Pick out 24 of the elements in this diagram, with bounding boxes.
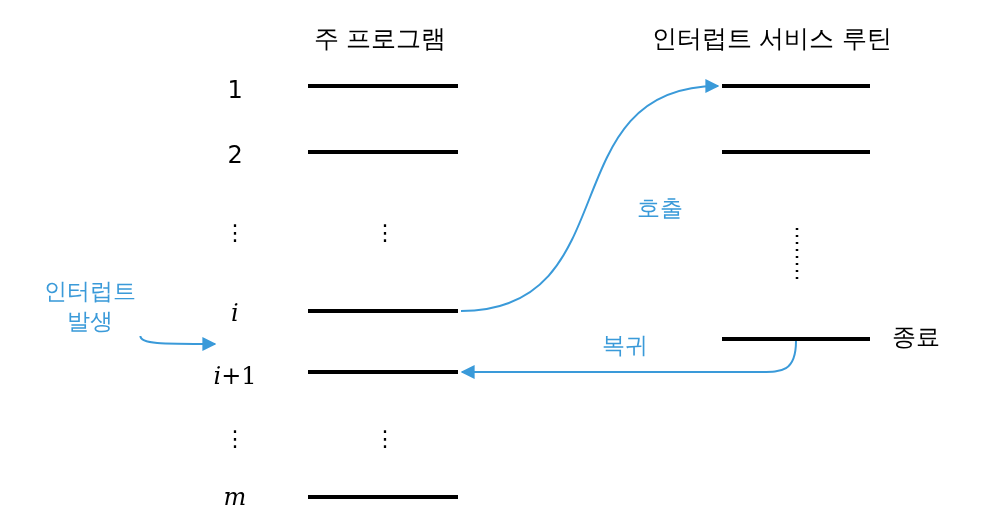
column-heading: 인터럽트 서비스 루틴 xyxy=(651,22,893,55)
ellipsis: ⋮ xyxy=(224,219,246,245)
instruction-bar xyxy=(722,337,870,341)
instruction-bar xyxy=(722,84,870,88)
instruction-bar xyxy=(722,150,870,154)
instruction-bar xyxy=(308,370,458,374)
arrow xyxy=(460,340,797,379)
ellipsis: ⋮ xyxy=(224,425,246,451)
arrow xyxy=(139,335,217,351)
row-number: i xyxy=(231,299,239,327)
row-number: m xyxy=(223,483,247,511)
ellipsis: ⋮ xyxy=(374,219,396,245)
instruction-bar xyxy=(308,309,458,313)
annotation-text: 인터럽트 발생 xyxy=(30,276,150,336)
row-number: 2 xyxy=(227,141,243,169)
row-number: 1 xyxy=(227,76,243,104)
end-label: 종료 xyxy=(892,322,940,353)
arrow xyxy=(460,80,720,312)
row-number: i+1 xyxy=(213,362,257,390)
instruction-bar xyxy=(308,84,458,88)
ellipsis: ⋮ xyxy=(374,425,396,451)
instruction-bar xyxy=(308,150,458,154)
column-heading: 주 프로그램 xyxy=(313,22,447,55)
instruction-bar xyxy=(308,495,458,499)
